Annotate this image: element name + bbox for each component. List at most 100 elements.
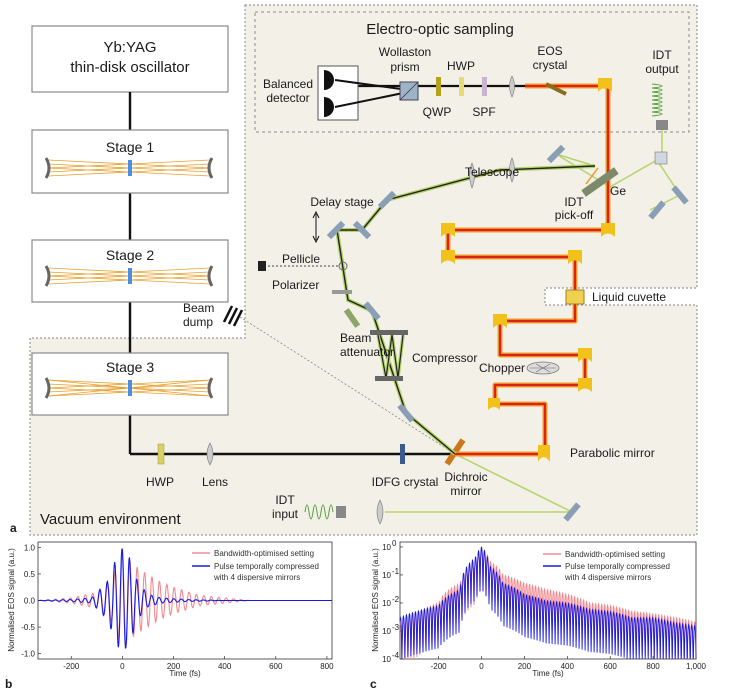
detector-beam-upper bbox=[334, 79, 409, 91]
telescope-label: Telescope bbox=[465, 165, 519, 179]
chart-b-legend-1b: with 4 dispersive mirrors bbox=[213, 573, 300, 582]
idt-pickoff-label-1: IDT bbox=[564, 195, 584, 209]
telescope-lens-1 bbox=[469, 162, 475, 189]
chart-c-ylabel: Normalised EOS signal (a.u.) bbox=[371, 548, 380, 652]
chart-b-legend-0: Bandwidth-optimised setting bbox=[214, 549, 314, 558]
eos-lens bbox=[509, 75, 515, 98]
dichroic-label-1: Dichroic bbox=[444, 470, 487, 484]
chart-c-legend-0: Bandwidth-optimised setting bbox=[565, 550, 665, 559]
eos-crystal-label-2: crystal bbox=[533, 58, 568, 72]
chart-b-xtick-label: 0 bbox=[120, 662, 125, 671]
chart-c-xtick-label: 400 bbox=[561, 662, 575, 671]
chart-b-xtick-label: 600 bbox=[269, 662, 283, 671]
balanced-detector-label-1: Balanced bbox=[263, 77, 313, 91]
eos-title: Electro-optic sampling bbox=[366, 21, 514, 38]
idt-output-cube bbox=[654, 151, 668, 165]
ge-label: Ge bbox=[610, 184, 626, 198]
chart-b-ytick-label: -0.5 bbox=[21, 623, 35, 632]
chart-b-legend: Bandwidth-optimised setting Pulse tempor… bbox=[192, 549, 319, 582]
telescope-lens-2 bbox=[509, 157, 515, 183]
chart-b-ytick-label: 0.5 bbox=[24, 570, 36, 579]
polarizer-element bbox=[332, 290, 352, 294]
polarizer-label: Polarizer bbox=[272, 278, 319, 292]
pellicle-block bbox=[258, 261, 266, 271]
wollaston-label-1: Wollaston bbox=[379, 45, 431, 59]
chart-b-ytick-label: 0.0 bbox=[24, 597, 36, 606]
chart-c-ytick-exp: -3 bbox=[392, 623, 400, 632]
compressor-top bbox=[370, 330, 408, 335]
spf-plate bbox=[482, 77, 487, 96]
idt-input-label-2: input bbox=[272, 507, 299, 521]
chart-c-xtick-label: 600 bbox=[604, 662, 618, 671]
panel-b-letter: b bbox=[5, 677, 12, 689]
spf-label: SPF bbox=[472, 105, 495, 119]
chart-c-ytick-exp: 0 bbox=[392, 539, 397, 548]
idt-output-device bbox=[656, 120, 668, 130]
eos-crystal bbox=[545, 82, 567, 96]
chart-b-xtick-label: -200 bbox=[63, 662, 80, 671]
idt-pickoff-mirror bbox=[581, 167, 619, 197]
eos-crystal-label-1: EOS bbox=[537, 44, 562, 58]
chopper bbox=[526, 361, 560, 375]
beam-attenuator-label-2: attenuator bbox=[340, 345, 394, 359]
vacuum-label: Vacuum environment bbox=[40, 511, 181, 528]
stage-1-label: Stage 1 bbox=[106, 139, 154, 155]
oscillator-label-2: thin-disk oscillator bbox=[70, 59, 189, 76]
stage-1: Stage 1 bbox=[31, 129, 229, 194]
panel-a-diagram: Yb:YAG thin-disk oscillator Stage 1 Stag… bbox=[10, 4, 698, 536]
hwp-plate bbox=[459, 77, 464, 96]
chart-b-ylabel: Normalised EOS signal (a.u.) bbox=[7, 548, 16, 652]
ge-window bbox=[585, 167, 599, 185]
parabolic-mirror-label: Parabolic mirror bbox=[570, 446, 655, 460]
stage-3: Stage 3 bbox=[31, 352, 229, 416]
chart-c-ytick-exp: -1 bbox=[392, 567, 400, 576]
chart-b-xlabel: Time (fs) bbox=[169, 669, 201, 678]
panel-c-letter: c bbox=[370, 677, 377, 689]
hwp-lower-plate bbox=[157, 443, 165, 465]
panel-a-letter: a bbox=[10, 521, 17, 535]
beam-dump-label-1: Beam bbox=[183, 301, 214, 315]
chart-c-legend-1a: Pulse temporally compressed bbox=[565, 562, 670, 571]
dichroic-label-2: mirror bbox=[450, 484, 481, 498]
stage-2-label: Stage 2 bbox=[106, 247, 154, 263]
chart-c-frame bbox=[399, 541, 697, 660]
idt-output-label-2: output bbox=[645, 62, 679, 76]
idt-input-label-1: IDT bbox=[275, 493, 295, 507]
stage-3-label: Stage 3 bbox=[106, 359, 154, 375]
beam-attenuator-label-1: Beam bbox=[340, 331, 371, 345]
chart-b-ytick-label: -1.0 bbox=[21, 650, 35, 659]
liquid-cuvette bbox=[565, 289, 585, 305]
chart-b-series-1 bbox=[38, 548, 332, 649]
chart-c-ytick-label: 10 bbox=[382, 627, 391, 636]
chart-b-legend-1a: Pulse temporally compressed bbox=[214, 562, 319, 571]
chart-c-xtick-label: -200 bbox=[431, 662, 448, 671]
chart-c-ytick-label: 10 bbox=[382, 599, 391, 608]
chopper-label: Chopper bbox=[479, 361, 525, 375]
lens-lower bbox=[206, 442, 214, 466]
beam-dump-line bbox=[239, 316, 456, 455]
chart-c-xlabel: Time (fs) bbox=[532, 669, 564, 678]
chart-b-xtick-label: 800 bbox=[320, 662, 334, 671]
chart-c-xtick-label: 0 bbox=[479, 662, 484, 671]
beam-dump-label-2: dump bbox=[183, 315, 213, 329]
chart-b-xtick-label: 400 bbox=[218, 662, 232, 671]
hwp-label: HWP bbox=[447, 59, 475, 73]
oscillator-label-1: Yb:YAG bbox=[103, 39, 156, 56]
chart-c-legend: Bandwidth-optimised setting Pulse tempor… bbox=[543, 550, 670, 582]
stage-2: Stage 2 bbox=[31, 239, 229, 303]
delay-stage-label: Delay stage bbox=[310, 195, 374, 209]
chart-c-ytick-exp: -2 bbox=[392, 595, 400, 604]
chart-c-series-1 bbox=[399, 546, 697, 660]
compressor-label: Compressor bbox=[412, 351, 477, 365]
chart-c-xtick-label: 800 bbox=[646, 662, 660, 671]
idt-output-wave bbox=[651, 83, 663, 117]
chart-c-ytick-exp: -4 bbox=[392, 651, 400, 660]
balanced-detector-label-2: detector bbox=[266, 91, 309, 105]
lens-label: Lens bbox=[202, 475, 228, 489]
chart-c-xtick-label: 1,000 bbox=[686, 662, 707, 671]
pellicle-label: Pellicle bbox=[282, 252, 320, 266]
main-red-beam bbox=[445, 83, 611, 457]
